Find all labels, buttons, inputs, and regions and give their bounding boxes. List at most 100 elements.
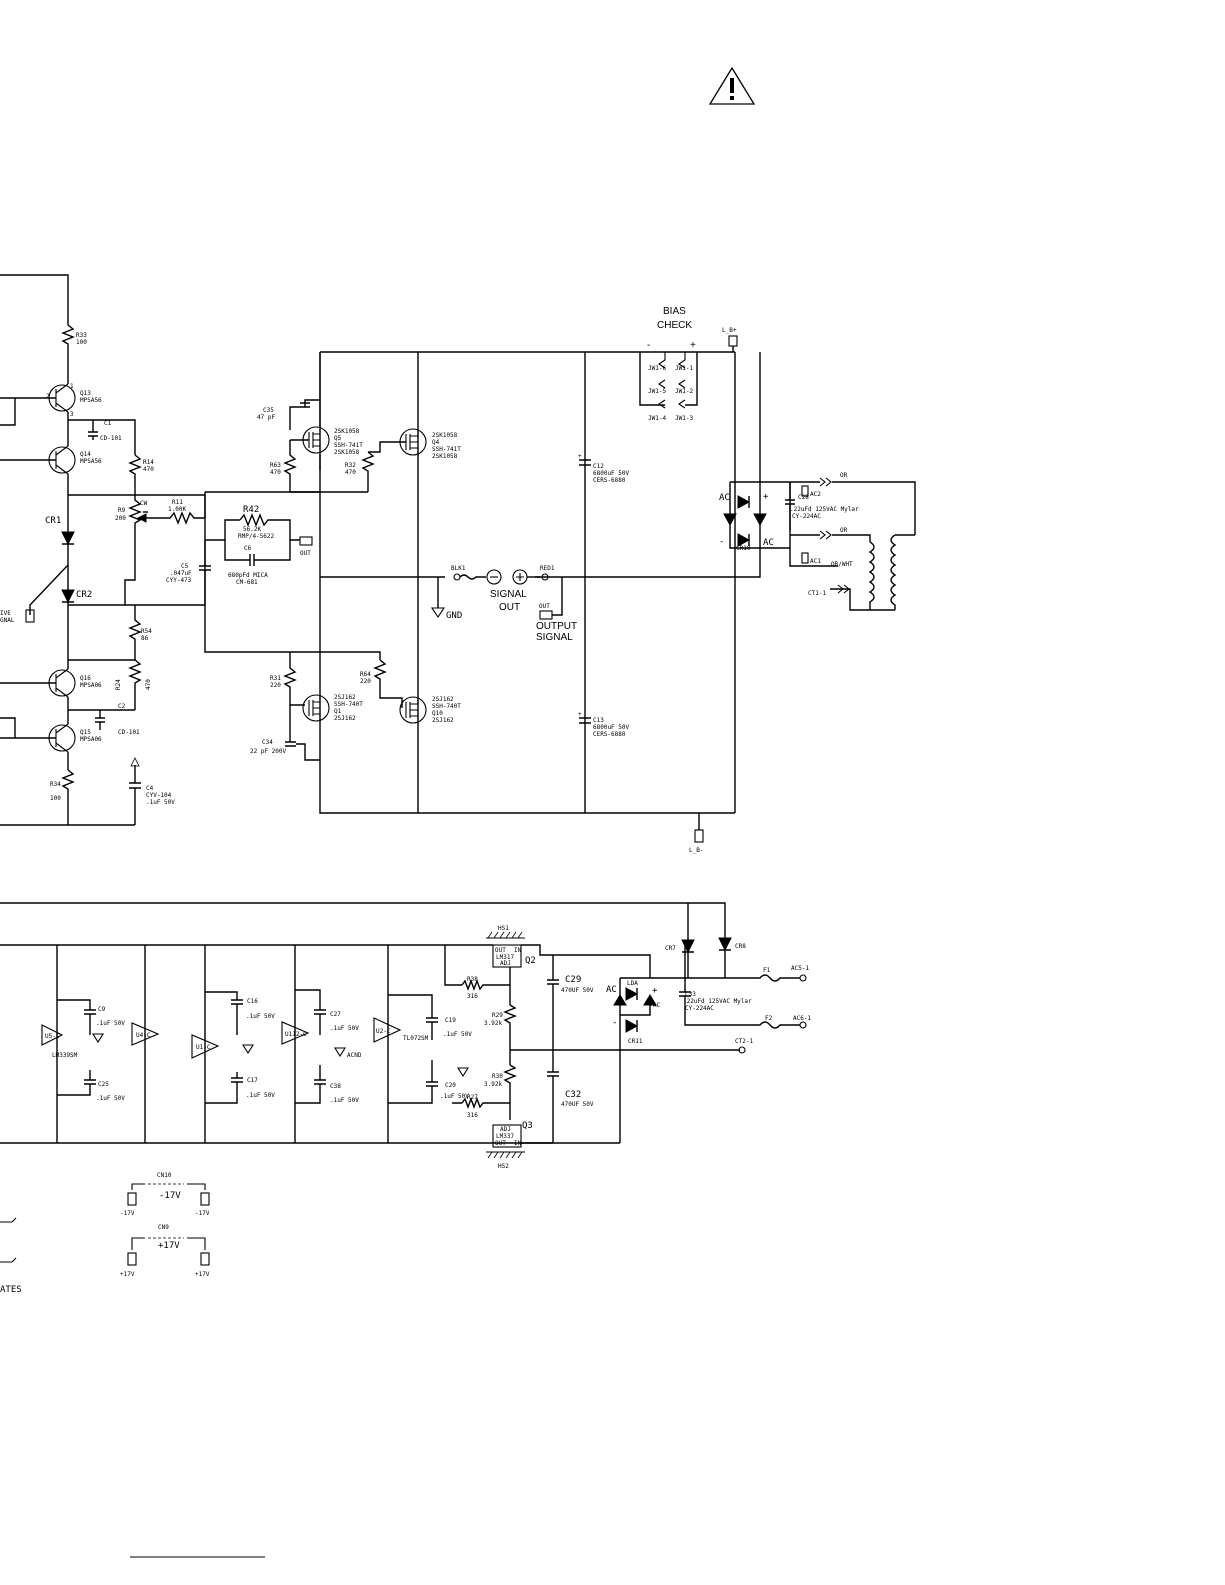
output-stage: C35 47 pF 2SK1058 Q5 SSH-741T 2SK1058 R6… [166, 351, 761, 814]
label-c28: C28 [798, 494, 809, 501]
label-c29: C29 [565, 975, 581, 985]
diode-rect-3 [723, 513, 737, 527]
label-q16: Q16 [80, 675, 91, 682]
label-q15-part: MPSA06 [80, 736, 102, 743]
label-output-signal: SIGNAL [536, 632, 573, 643]
terminal-blk1 [453, 573, 461, 581]
label-q4-part: SSH-741T [432, 446, 461, 453]
label-c5-part: CYY-473 [166, 577, 192, 584]
label-c6-part: CM-681 [236, 579, 258, 586]
label-r42-value: 56.2K [243, 526, 261, 533]
label-q1-part: SSH-740T [334, 701, 363, 708]
label-r33: R33 [76, 332, 87, 339]
transistor-q14 [0, 420, 76, 495]
label-c13: C13 [593, 717, 604, 724]
svg-text:U5-C: U5-C [45, 1033, 60, 1040]
resistor-r27 [461, 1097, 485, 1109]
label-r63: R63 [270, 462, 281, 469]
svg-text:IN: IN [514, 947, 522, 954]
resistor-r54 [128, 605, 142, 660]
label-gnd: GND [446, 611, 462, 621]
rectifier-top: AC + - AC CR10 C28 .22uFd 125VAC Mylar C… [719, 352, 916, 611]
label-c38-value: .1uF 50V [330, 1097, 359, 1104]
driver-stage: R33 100 Q13 MPSA56 2 1 3 C1 CD-101 Q14 M… [0, 274, 206, 826]
potentiometer-r9 [124, 495, 142, 605]
diode-cr7 [681, 939, 695, 954]
resistor-r14 [128, 454, 142, 495]
label-f2: F2 [765, 1015, 773, 1022]
label-ac-left: AC [606, 985, 617, 995]
label-c28-value: .22uFd 125VAC Mylar [790, 506, 859, 513]
terminal-red1 [541, 573, 549, 581]
label-r9: R9 [118, 507, 126, 514]
svg-text:LM317: LM317 [496, 954, 514, 961]
warning-triangle-icon [708, 66, 756, 105]
label-c17: C17 [247, 1077, 258, 1084]
label-cr7: CR7 [665, 945, 676, 952]
pin-label: 2 [46, 393, 50, 400]
label-r11: R11 [172, 499, 183, 506]
svg-text:R27: R27 [467, 1094, 478, 1101]
label-hs1: HS1 [498, 925, 509, 932]
label-minus-top: - [719, 537, 724, 547]
label-q1-line1: 2SJ162 [334, 694, 356, 701]
label-r64: R64 [360, 671, 371, 678]
label-cn10-value: -17V [159, 1191, 181, 1201]
terminal-ct2 [738, 1046, 746, 1054]
label-c12: C12 [593, 463, 604, 470]
label-ct2: CT2-1 [735, 1038, 753, 1045]
label-cn9: CN9 [158, 1224, 169, 1231]
label-c2: C2 [118, 703, 126, 710]
diode-rect-5 [625, 987, 639, 1001]
label-q16-part: MPSA06 [80, 682, 102, 689]
label-hs2: HS2 [498, 1163, 509, 1170]
label-ac1: AC1 [810, 558, 821, 565]
label-q14: Q14 [80, 451, 91, 458]
svg-text:ADJ: ADJ [500, 960, 511, 967]
label-q14-part: MPSA56 [80, 458, 102, 465]
label-q15: Q15 [80, 729, 91, 736]
label-q5-line1: 2SK1058 [334, 428, 360, 435]
label-ct1: CT1-1 [808, 590, 826, 597]
label-plus-top: + [763, 492, 769, 502]
label-out-feedback: OUT [300, 550, 311, 557]
label-c20: C20 [445, 1082, 456, 1089]
label-r34-value: 100 [50, 795, 61, 802]
label-jw1-1: JW1-1 [675, 365, 693, 372]
label-r9-cw: CW [140, 500, 148, 507]
transformer [868, 534, 915, 610]
bias-plus-sign: + [690, 340, 696, 351]
label-ac5: AC5-1 [791, 965, 809, 972]
label-ac-top: AC [719, 493, 730, 503]
label-lda: LDA [627, 980, 638, 987]
label-cn9-value: +17V [158, 1241, 180, 1251]
ground-icon [430, 607, 446, 618]
label-r9-value: 200 [115, 515, 126, 522]
opamp-u1: U1-C [191, 1034, 220, 1059]
regulator-lm317 [492, 944, 522, 968]
label-r11-value: 1.00K [168, 506, 186, 513]
label-r24: R24 [115, 679, 122, 690]
label-c33-value: .22uFd 125VAC Mylar [683, 998, 752, 1005]
resistor-r38 [461, 979, 485, 991]
label-c9: C9 [98, 1006, 106, 1013]
label-q10-line4: 2SJ162 [432, 717, 454, 724]
label-cr11: CR11 [628, 1038, 643, 1045]
label-r33-value: 100 [76, 339, 87, 346]
svg-text:LM337: LM337 [496, 1133, 514, 1140]
resistor-r63 [283, 440, 320, 493]
label-c13-value: 6800uF 50V [593, 724, 630, 731]
label-c12-part: CERS-6880 [593, 477, 626, 484]
resistor-r31 [283, 652, 305, 706]
label-signal: SIGNAL [490, 589, 527, 600]
c13-plus: + [578, 711, 582, 718]
label-r64-value: 220 [360, 678, 371, 685]
label-q5-line4: 2SK1058 [334, 449, 360, 456]
label-r14: R14 [143, 459, 154, 466]
c12-plus: + [578, 453, 582, 460]
label-plus-bottom: + [652, 986, 658, 996]
svg-text:IN: IN [514, 1140, 522, 1147]
label-c4-part: CYV-104 [146, 792, 172, 799]
label-cr10: CR10 [736, 545, 751, 552]
